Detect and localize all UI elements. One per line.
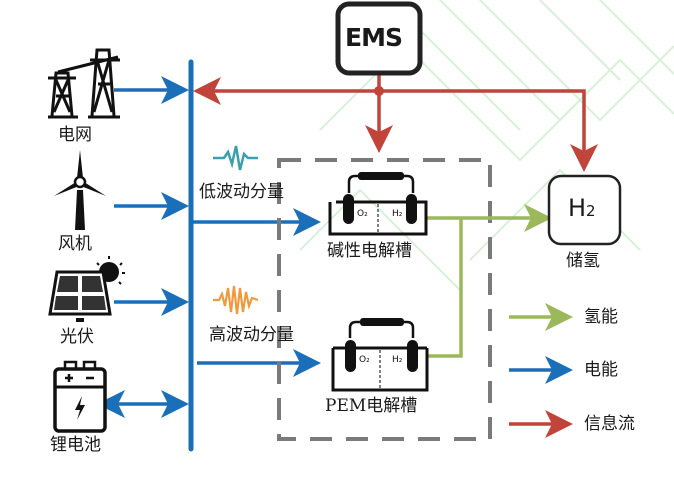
solar-panel-icon [48, 256, 125, 322]
svg-text:H₂: H₂ [392, 209, 403, 219]
high-fluctuation-wave-icon [213, 285, 259, 315]
h2-storage-box [547, 174, 622, 246]
legend-electric-label: 电能 [584, 360, 618, 380]
legend-info-label: 信息流 [584, 414, 635, 434]
info-to-storage-arrow [379, 89, 598, 172]
transmission-tower-icon [48, 48, 120, 119]
ems-box [335, 1, 423, 76]
alkaline-electrolyzer-label: 碱性电解槽 [327, 241, 412, 261]
high-fluctuation-label: 高波动分量 [209, 325, 294, 345]
ems-label: EMS [345, 23, 403, 52]
source-label-grid: 电网 [58, 125, 92, 145]
low-fluctuation-label: 低波动分量 [199, 182, 284, 202]
electrolyzer-group-box [277, 158, 492, 441]
svg-text:H₂: H₂ [392, 355, 403, 365]
source-label-wind: 风机 [58, 234, 92, 254]
svg-text:O₂: O₂ [359, 355, 370, 365]
h2-storage-label: 储氢 [566, 251, 600, 271]
battery-icon [53, 360, 107, 433]
pem-h2-line [427, 218, 463, 358]
h2-symbol-subscript: 2 [586, 202, 596, 220]
h2-symbol-main: H [568, 194, 587, 222]
low-fluctuation-wave-icon [213, 145, 258, 171]
pem-electrolyzer-icon: O₂ H₂ [331, 318, 429, 392]
wind-turbine-icon [54, 150, 106, 230]
alkaline-electrolyzer-icon: O₂ H₂ [328, 172, 428, 236]
svg-text:O₂: O₂ [357, 209, 368, 219]
info-junction-dot [374, 86, 384, 96]
legend-hydrogen-label: 氢能 [584, 307, 618, 327]
h2-symbol: H2 [568, 196, 596, 220]
pem-electrolyzer-label: PEM电解槽 [325, 396, 418, 416]
source-label-pv: 光伏 [60, 327, 94, 347]
source-label-battery: 锂电池 [50, 435, 101, 455]
